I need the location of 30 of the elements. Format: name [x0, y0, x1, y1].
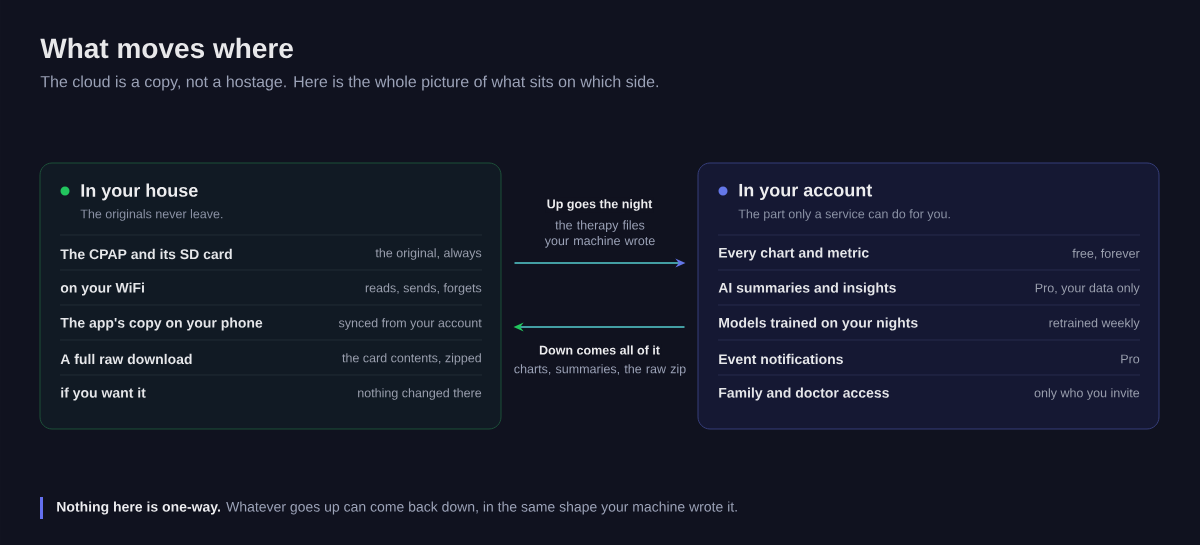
- panel-subtitle: The part only a service can do for you.: [738, 209, 950, 221]
- row-value: the original, always: [375, 248, 482, 260]
- row-label: on your WiFi: [60, 282, 144, 296]
- row-label: The CPAP and its SD card: [60, 248, 232, 260]
- note: Nothing here is one-way. Whatever goes up can come back down, in the same shape your machine wrote it.: [57, 501, 737, 515]
- row-value: Pro: [1121, 354, 1140, 364]
- title: What moves where: [40, 37, 293, 59]
- panel-heading: In your account: [739, 183, 873, 201]
- row-label: if you want it: [61, 387, 146, 401]
- row-value: synced from your account: [338, 318, 482, 330]
- edge-label: Down comes all of it: [537, 344, 662, 356]
- row-label: Family and doctor access: [719, 387, 889, 401]
- row-label: Models trained on your nights: [719, 317, 918, 331]
- subtitle: The cloud is a copy, not a hostage. Here is the whole picture of what sits on which side.: [40, 75, 658, 91]
- row-label: Event notifications: [719, 353, 843, 365]
- row-value: retrained weekly: [1049, 318, 1140, 330]
- row-label: Every chart and metric: [719, 247, 869, 261]
- row-value: the card contents, zipped: [342, 353, 481, 365]
- row-label: A full raw download: [60, 353, 192, 365]
- row-label: AI summaries and insights: [718, 282, 896, 296]
- row-value: reads, sends, forgets: [365, 283, 482, 295]
- row-value: free, forever: [1072, 248, 1140, 260]
- panel-heading: In your house: [81, 183, 198, 201]
- row-value: only who you invite: [1034, 388, 1140, 400]
- row-value: Pro, your data only: [1035, 283, 1140, 295]
- edge-note: charts, summaries, the raw zip: [514, 364, 686, 376]
- row-label: The app's copy on your phone: [60, 317, 263, 331]
- edge-note: the therapy files your machine wrote: [544, 220, 655, 248]
- panel-subtitle: The originals never leave.: [80, 209, 223, 221]
- row-value: nothing changed there: [358, 388, 482, 400]
